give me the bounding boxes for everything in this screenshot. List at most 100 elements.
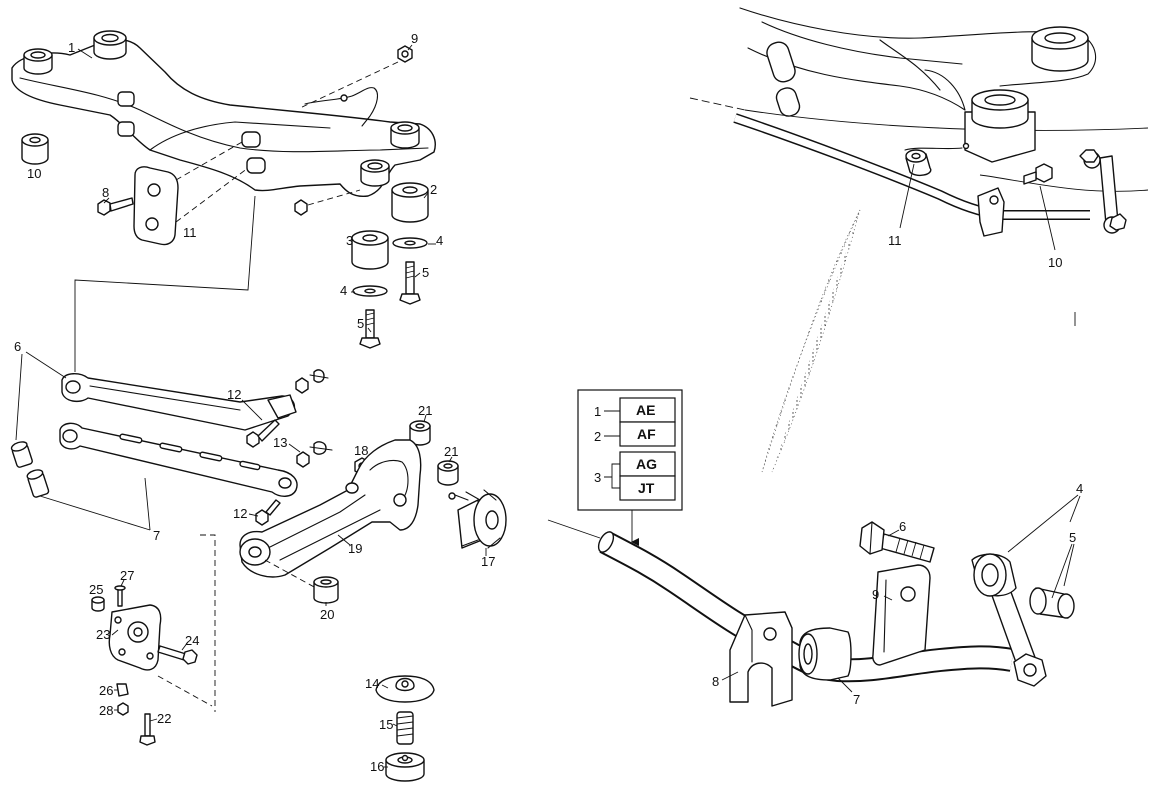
callout-5: 5: [422, 265, 429, 280]
bolt-6: [859, 521, 935, 563]
code-box-jt: [619, 475, 676, 501]
callout-9: 9: [411, 31, 418, 46]
nut-28: [117, 702, 129, 716]
code-table: AE AF AG JT 1 2 3: [577, 389, 683, 511]
cap-25: [91, 596, 105, 612]
bolt-12: [246, 419, 280, 448]
callout-11-right: 11: [888, 233, 902, 248]
callout-8: 8: [102, 185, 109, 200]
assembly-line: [74, 195, 256, 372]
bar-bushing-7: [798, 627, 852, 681]
bolt-24: [157, 645, 198, 665]
right-callouts: 11 10 6 4 5 9 8 7: [712, 233, 1083, 707]
callout-4-right: 4: [1076, 481, 1083, 496]
code-jt: JT: [638, 480, 655, 496]
bolt-22: [139, 713, 156, 746]
callout-12: 12: [227, 387, 241, 402]
callout-12-lower: 12: [233, 506, 247, 521]
trailing-link-6: [61, 373, 297, 431]
callout-23: 23: [96, 627, 110, 642]
spring-seat-14: [375, 675, 435, 703]
nut-9: [397, 45, 413, 63]
callout-28: 28: [99, 703, 113, 718]
leader-line: [39, 477, 151, 531]
callout-7-right: 7: [853, 692, 860, 707]
callout-4: 4: [436, 233, 443, 248]
bolt-8: [97, 197, 134, 216]
callout-5-lower: 5: [357, 316, 364, 331]
leader-lines-right: [721, 494, 1081, 693]
link-bushing: [26, 469, 50, 498]
bushing-10: [21, 133, 49, 165]
callout-6: 6: [14, 339, 21, 354]
lower-link-7: [59, 422, 298, 497]
callout-8-right: 8: [712, 674, 719, 689]
code-num-1: 1: [594, 404, 601, 419]
code-ag: AG: [636, 456, 657, 472]
clamp-bracket-8: [729, 611, 793, 707]
right-stabilizer-view: AE AF AG JT 1 2 3: [547, 7, 1149, 707]
callout-13: 13: [273, 435, 287, 450]
bushing-3: [351, 230, 389, 270]
callout-15: 15: [379, 717, 393, 732]
bolt-10: [1023, 163, 1053, 185]
stabilizer-bar-upper: [733, 113, 1127, 237]
callout-2: 2: [430, 182, 437, 197]
callout-11: 11: [183, 225, 197, 240]
stabilizer-link-4: [971, 553, 1047, 687]
nut: [295, 369, 329, 394]
callout-9-right: 9: [872, 587, 879, 602]
nut-13: [296, 441, 333, 468]
code-af: AF: [637, 426, 656, 442]
wheel-hub-17: [448, 489, 507, 549]
callout-18: 18: [354, 443, 368, 458]
callout-19: 19: [348, 541, 362, 556]
body-structure: [689, 7, 1149, 192]
callout-10: 10: [27, 166, 41, 181]
bolt-5: [399, 261, 421, 305]
callout-27: 27: [120, 568, 134, 583]
clip-26: [116, 683, 129, 697]
callout-14: 14: [365, 676, 379, 691]
assembly-line: [299, 61, 399, 109]
callout-21-lower: 21: [444, 444, 458, 459]
callout-3: 3: [346, 233, 353, 248]
mounting-bracket-11: [133, 141, 249, 246]
code-num-3: 3: [594, 470, 601, 485]
assembly-line: [200, 534, 216, 712]
bolt-12-lower: [255, 499, 281, 526]
left-exploded-view: 1 9 10 8 11 2 3 4 5 4 5 6 12 21 13 18 21…: [10, 30, 507, 782]
wheel-arch-shading: [761, 209, 861, 473]
spring-seat-16: [385, 752, 425, 782]
bushing-20: [313, 576, 339, 604]
callout-25: 25: [89, 582, 103, 597]
spring-15: [396, 711, 414, 745]
code-ae: AE: [636, 402, 655, 418]
bushing-11: [905, 149, 932, 177]
callout-7: 7: [153, 528, 160, 543]
left-callouts: 1 9 10 8 11 2 3 4 5 4 5 6 12 21 13 18 21…: [14, 31, 495, 774]
leader-line: [899, 163, 915, 229]
callout-17: 17: [481, 554, 495, 569]
callout-4-lower: 4: [340, 283, 347, 298]
mounting-plate-9: [872, 564, 931, 666]
callout-1: 1: [68, 40, 75, 55]
leader-line: [1039, 185, 1056, 251]
callout-5-right: 5: [1069, 530, 1076, 545]
washer-4-lower: [352, 285, 388, 297]
link-bushing: [10, 441, 33, 468]
assembly-line: [157, 675, 213, 707]
bushing-21: [409, 420, 431, 446]
leader-lines: [77, 44, 487, 768]
callout-6-right: 6: [899, 519, 906, 534]
bushing-21-lower: [437, 460, 459, 486]
bolt-5-lower: [359, 309, 381, 349]
washer-4: [392, 237, 428, 249]
rear-crossmember: [11, 30, 436, 198]
bushing-2: [391, 182, 429, 223]
bracket-23: [108, 604, 162, 671]
code-box-ae: [619, 397, 676, 423]
callout-24: 24: [185, 633, 199, 648]
screw-27: [114, 585, 126, 607]
